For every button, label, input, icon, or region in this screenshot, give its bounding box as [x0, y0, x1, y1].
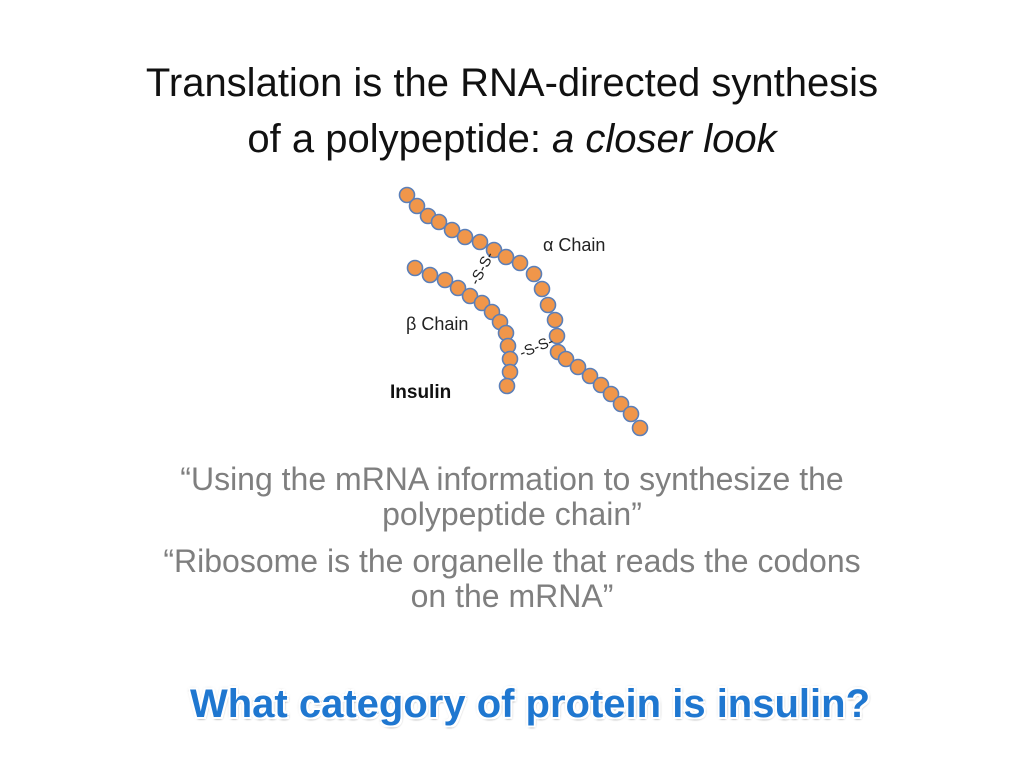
bullet-list: “Using the mRNA information to synthesiz… [150, 462, 874, 626]
alpha-chain-bead [602, 385, 620, 403]
alpha-chain-bead [443, 221, 461, 239]
alpha-chain-bead [569, 358, 587, 376]
alpha-chain-bead [456, 228, 474, 246]
beta-chain-bead [501, 363, 519, 381]
beta-chain-label: β Chain [406, 314, 468, 334]
beta-chain [406, 259, 519, 395]
alpha-chain-bead [631, 419, 649, 437]
alpha-chain-bead [408, 197, 426, 215]
title-line-1: Translation is the RNA-directed synthesi… [145, 61, 879, 105]
alpha-chain-bead [581, 367, 599, 385]
disulfide-bond-label-upper: -S-S- [467, 249, 498, 288]
alpha-chain-bead [557, 350, 575, 368]
alpha-chain-bead [539, 296, 557, 314]
alpha-chain-bead [525, 265, 543, 283]
alpha-chain-bead [622, 405, 640, 423]
beta-chain-bead [436, 271, 454, 289]
alpha-chain-label: α Chain [543, 235, 605, 255]
alpha-chain [398, 186, 649, 437]
alpha-chain-bead [497, 248, 515, 266]
alpha-chain-bead [430, 213, 448, 231]
question-heading: What category of protein is insulin? [189, 682, 871, 726]
bullet-item-2: “Ribosome is the organelle that reads th… [163, 543, 861, 614]
slide-title: Translation is the RNA-directed synthesi… [0, 55, 1024, 167]
alpha-chain-bead [398, 186, 416, 204]
beta-chain-bead [406, 259, 424, 277]
alpha-chain-bead [546, 311, 564, 329]
title-line-2-text: of a polypeptide: [247, 117, 553, 161]
beta-chain-bead [498, 377, 516, 395]
bullet-item-1: “Using the mRNA information to synthesiz… [180, 461, 844, 532]
disulfide-bond-label-lower: -S-S- [517, 333, 556, 362]
beta-chain-bead [461, 287, 479, 305]
alpha-chain-bead [548, 327, 566, 345]
alpha-chain-bead [485, 241, 503, 259]
title-line-2: of a polypeptide: a closer look [0, 111, 1024, 167]
alpha-chain-bead [471, 233, 489, 251]
alpha-chain-bead [612, 395, 630, 413]
title-line-2-italic: a closer look [552, 117, 777, 161]
beta-chain-bead [449, 279, 467, 297]
alpha-chain-bead [533, 280, 551, 298]
alpha-chain-bead [511, 254, 529, 272]
insulin-caption: Insulin [390, 382, 451, 403]
beta-chain-bead [421, 266, 439, 284]
